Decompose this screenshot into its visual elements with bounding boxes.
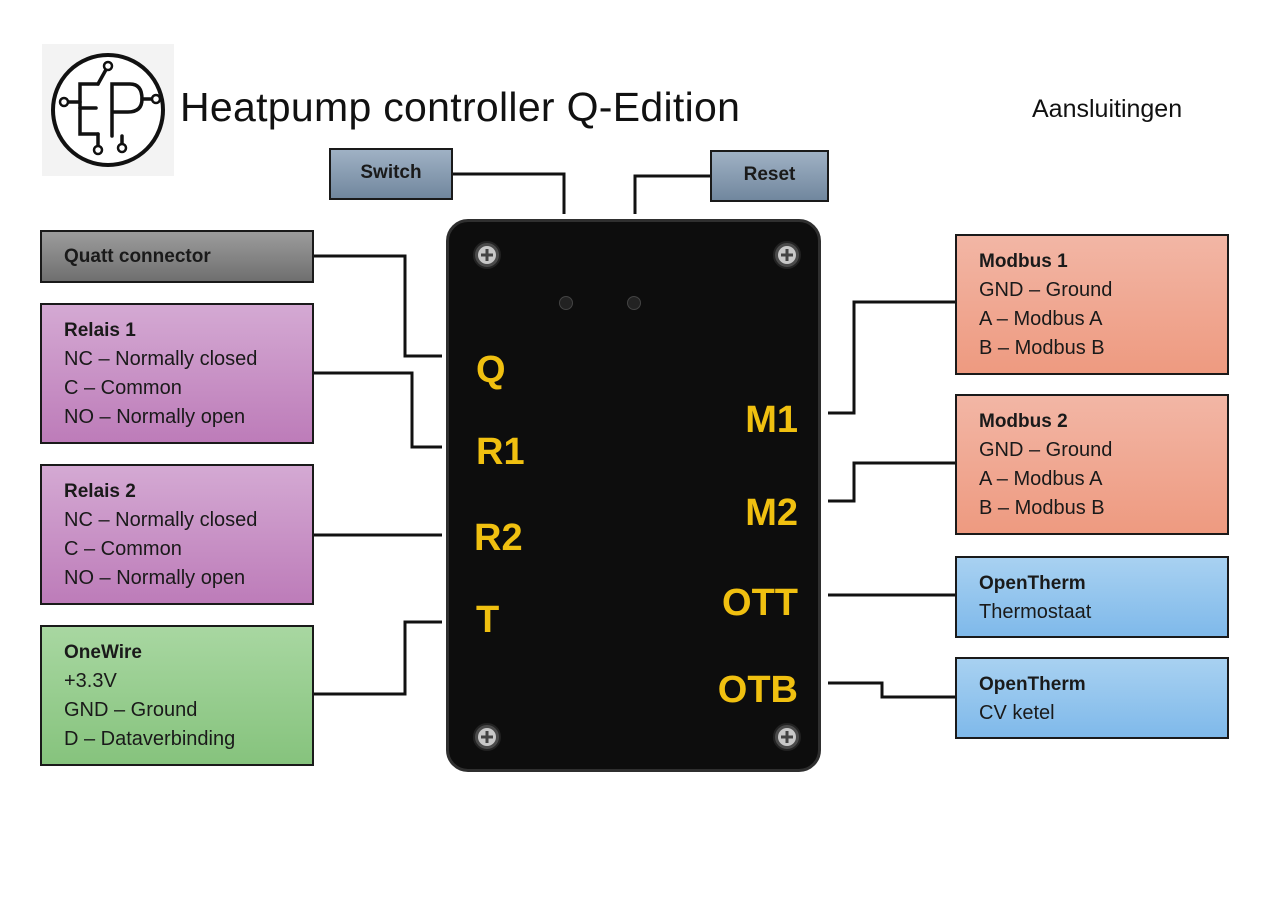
relais2-line: C – Common (64, 538, 182, 560)
wire-ot-boiler (828, 681, 955, 699)
wire-modbus2 (828, 461, 955, 503)
screw-icon (473, 241, 501, 269)
onewire-line: GND – Ground (64, 699, 198, 721)
opentherm-thermostat-title: OpenTherm (979, 573, 1086, 594)
onewire-line: +3.3V (64, 670, 117, 692)
port-label-t: T (476, 599, 500, 641)
screw-icon (773, 723, 801, 751)
ep-logo (42, 44, 174, 176)
opentherm-boiler-title: OpenTherm (979, 674, 1086, 695)
switch-label: Switch (360, 162, 422, 183)
relais1-line: C – Common (64, 377, 182, 399)
switch-button[interactable]: Switch (329, 148, 453, 200)
wire-switch (452, 172, 566, 214)
opentherm-thermostat-box: OpenTherm Thermostaat (955, 556, 1229, 638)
wire-quatt (313, 254, 442, 358)
relais1-line: NC – Normally closed (64, 348, 258, 370)
port-label-r2: R2 (474, 517, 523, 559)
onewire-line: D – Dataverbinding (64, 728, 236, 750)
page-title: Heatpump controller Q-Edition (180, 84, 741, 130)
onewire-title: OneWire (64, 642, 142, 663)
quatt-title: Quatt connector (64, 246, 211, 267)
wire-onewire (313, 620, 442, 696)
reset-label: Reset (743, 164, 796, 185)
led-indicator (559, 296, 573, 310)
opentherm-boiler-box: OpenTherm CV ketel (955, 657, 1229, 739)
port-label-ott: OTT (722, 582, 798, 624)
modbus2-line: B – Modbus B (979, 497, 1105, 519)
modbus2-line: A – Modbus A (979, 468, 1103, 490)
wire-reset (633, 174, 712, 214)
reset-button[interactable]: Reset (710, 150, 829, 202)
relais2-box: Relais 2 NC – Normally closed C – Common… (40, 464, 314, 605)
onewire-box: OneWire +3.3V GND – Ground D – Dataverbi… (40, 625, 314, 766)
modbus2-box: Modbus 2 GND – Ground A – Modbus A B – M… (955, 394, 1229, 535)
relais1-line: NO – Normally open (64, 406, 246, 428)
modbus1-line: GND – Ground (979, 279, 1113, 301)
relais1-title: Relais 1 (64, 320, 136, 341)
wire-relais1 (313, 371, 442, 449)
page-subtitle: Aansluitingen (1032, 95, 1183, 123)
port-label-otb: OTB (717, 669, 798, 711)
modbus2-line: GND – Ground (979, 439, 1113, 461)
relais2-line: NC – Normally closed (64, 509, 258, 531)
wire-modbus1 (828, 300, 955, 415)
port-label-r1: R1 (476, 431, 525, 473)
relais2-title: Relais 2 (64, 481, 136, 502)
port-label-m1: M1 (745, 399, 798, 441)
relais1-box: Relais 1 NC – Normally closed C – Common… (40, 303, 314, 444)
port-label-q: Q (476, 349, 506, 391)
port-label-m2: M2 (745, 492, 798, 534)
relais2-line: NO – Normally open (64, 567, 246, 589)
opentherm-boiler-line: CV ketel (979, 702, 1055, 724)
screw-icon (773, 241, 801, 269)
quatt-connector-box: Quatt connector (40, 230, 314, 283)
opentherm-thermostat-line: Thermostaat (979, 601, 1092, 623)
modbus1-title: Modbus 1 (979, 251, 1068, 272)
controller-device: Q R1 R2 T M1 M2 OTT OTB (446, 219, 821, 772)
modbus1-line: A – Modbus A (979, 308, 1103, 330)
led-indicator (627, 296, 641, 310)
modbus2-title: Modbus 2 (979, 411, 1068, 432)
screw-icon (473, 723, 501, 751)
modbus1-line: B – Modbus B (979, 337, 1105, 359)
ep-circuit-logo-icon (51, 53, 165, 167)
modbus1-box: Modbus 1 GND – Ground A – Modbus A B – M… (955, 234, 1229, 375)
